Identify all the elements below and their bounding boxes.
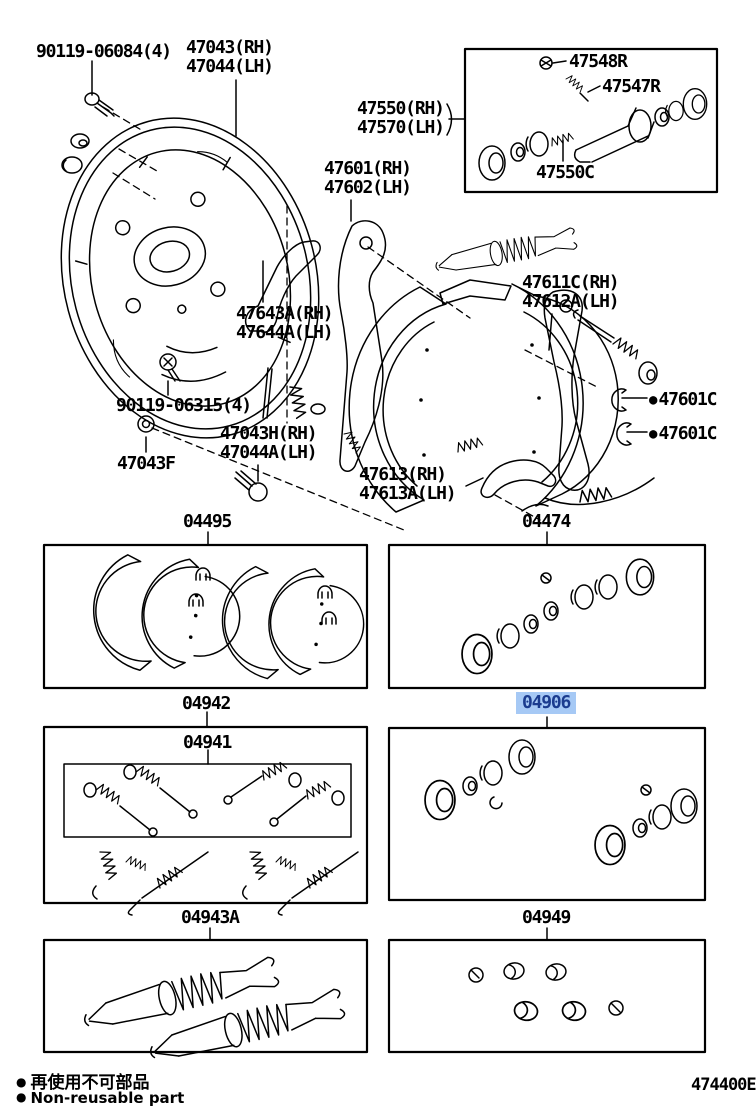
wheel-cylinder-box (463, 47, 719, 194)
backing-plate-drawing (60, 117, 320, 439)
part-label-47611C-47612A[interactable]: 47611C(RH) 47612A(LH) (522, 272, 620, 312)
wheel-cylinder-drawing (478, 56, 708, 181)
part-label-90119-06084[interactable]: 90119-06084(4) (36, 41, 172, 62)
kit-label-04474[interactable]: 04474 (522, 511, 571, 532)
part-label-47550C[interactable]: 47550C (536, 162, 595, 183)
footer-nonreusable-en: ●Non-reusable part (16, 1089, 184, 1107)
bolt-drawing-mid (137, 353, 268, 502)
part-label-text: 47601C (658, 423, 717, 444)
kit-04906-drawing (424, 739, 698, 866)
part-label-line: 47611C(RH) (522, 272, 620, 293)
kit-label-04941[interactable]: 04941 (183, 732, 232, 753)
nonreusable-bullet-icon: ● (16, 1075, 27, 1089)
part-label-47043H-47044A[interactable]: 47043H(RH) 47044A(LH) (220, 423, 318, 463)
kit-04474-drawing (461, 558, 655, 675)
part-label-47043F[interactable]: 47043F (117, 453, 176, 474)
kit-04495-drawing (87, 552, 372, 684)
leader-lines (91, 60, 648, 941)
part-label-line: 47550(RH) (357, 98, 445, 119)
part-label-text: 47601C (658, 389, 717, 410)
kit-box-04474 (387, 543, 707, 690)
part-label-line: 47644A(LH) (236, 322, 334, 343)
part-label-line: 47043(RH) (186, 37, 274, 58)
doc-number: 474400E (691, 1075, 756, 1095)
construction-lines (102, 106, 598, 531)
kit-box-04942 (42, 725, 369, 905)
footer-jp-text: 再使用不可部品 (30, 1073, 150, 1093)
shoe-assembly-drawing (244, 220, 658, 513)
nonreusable-bullet-icon: ● (649, 392, 658, 408)
kit-label-04906-selected[interactable]: 04906 (516, 692, 577, 714)
part-label-line: 47643A(RH) (236, 303, 334, 324)
nonreusable-bullet-icon: ● (16, 1090, 27, 1104)
part-label-47601-47602[interactable]: 47601(RH) 47602(LH) (324, 158, 412, 198)
part-label-line: 47044A(LH) (220, 442, 318, 463)
part-label-90119-06315[interactable]: 90119-06315(4) (116, 395, 252, 416)
kit-box-04943A (42, 938, 369, 1054)
kit-04949-drawing (468, 960, 624, 1023)
nonreusable-bullet-icon: ● (649, 426, 658, 442)
part-label-line: 47043H(RH) (220, 423, 318, 444)
kit-label-04943A[interactable]: 04943A (181, 907, 240, 928)
part-label-line: 47613(RH) (359, 464, 447, 485)
part-label-47613-47613A[interactable]: 47613(RH) 47613A(LH) (359, 464, 457, 504)
part-label-47550-47570[interactable]: 47550(RH) 47570(LH) (357, 98, 445, 138)
kit-box-04906 (387, 726, 707, 902)
part-label-line: 47612A(LH) (522, 291, 620, 312)
part-label-line: 47602(LH) (324, 177, 412, 198)
kit-04943A-drawing (79, 955, 348, 1067)
kit-04942-drawing (83, 759, 359, 916)
part-label-line: 47613A(LH) (359, 483, 457, 504)
part-label-47547R[interactable]: 47547R (602, 76, 661, 97)
kit-label-04949[interactable]: 04949 (522, 907, 571, 928)
part-label-line: 47570(LH) (357, 117, 445, 138)
part-label-47043-47044[interactable]: 47043(RH) 47044(LH) (186, 37, 274, 77)
kit-box-04495 (42, 543, 369, 690)
kit-label-04495[interactable]: 04495 (183, 511, 232, 532)
part-label-47643A-47644A[interactable]: 47643A(RH) 47644A(LH) (236, 303, 334, 343)
kit-box-04949 (387, 938, 707, 1054)
part-label-47601C-1[interactable]: ●47601C (649, 389, 717, 410)
footer-nonreusable-jp: ●再使用不可部品 (16, 1068, 149, 1093)
footer-en-text: Non-reusable part (30, 1089, 185, 1107)
part-label-line: 47044(LH) (186, 56, 274, 77)
bolt-drawing-top (61, 92, 115, 174)
part-label-line: 47601(RH) (324, 158, 412, 179)
kit-label-04942[interactable]: 04942 (182, 693, 231, 714)
part-label-47601C-2[interactable]: ●47601C (649, 423, 717, 444)
kit-box-04941-inner (63, 763, 352, 838)
part-label-47548R[interactable]: 47548R (569, 51, 628, 72)
holddown-pin-drawing (262, 367, 326, 420)
